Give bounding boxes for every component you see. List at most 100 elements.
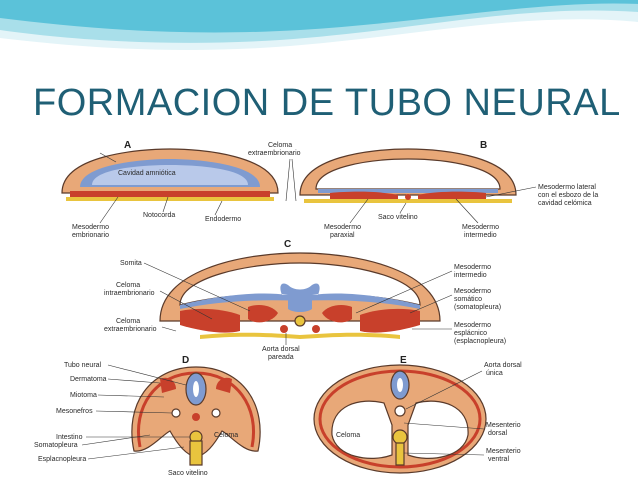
label-mes-ventral-l1: Mesenterio [486,448,521,455]
label-celoma-intra-l1: Celoma [116,282,140,289]
label-aorta-unica-l2: única [486,370,503,377]
label-mes-dorsal-l1: Mesenterio [486,422,521,429]
label-mesodermo-embrionario-l1: Mesodermo [72,224,109,231]
label-celoma-extraembrionario-top: Celoma extraembrionario [248,142,301,157]
label-mesenterio-dorsal: Mesenterio dorsal [486,422,523,437]
label-mesodermo-embrionario-l2: embrionario [72,232,109,239]
label-meso-esp-l3: (esplacnopleura) [454,338,506,345]
panel-a-endoderm-band [66,197,274,201]
label-celoma-extra-c-l1: Celoma [116,318,140,325]
panel-c-neural-groove [288,285,312,312]
label-miotoma: Miotoma [70,392,97,399]
label-mesodermo-intermedio-b: Mesodermo intermedio [462,224,501,239]
label-mesodermo-lateral: Mesodermo lateral con el esbozo de la ca… [538,184,600,207]
label-notocorda: Notocorda [143,212,175,219]
label-intestino: Intestino [56,434,83,441]
label-celoma-extraembrionario-c: Celoma extraembrionario [104,318,157,333]
panel-d-dermatome-right [216,377,232,393]
embryo-neural-tube-diagram: .ecto{fill:#7f9bd0;} .meso{fill:#c8402b;… [34,140,600,477]
panel-d: D [131,355,261,466]
label-meso-int-c-l1: Mesodermo [454,264,491,271]
panel-c-lateral-left [180,308,240,333]
label-aorta-unica-l1: Aorta dorsal [484,362,522,369]
label-mesonefros: Mesonefros [56,408,93,415]
wave-highlight [0,23,638,54]
panel-a-notochord [167,191,173,197]
panel-c-somite-left [248,305,278,323]
panel-e-letter: E [400,355,407,366]
label-dermatoma: Dermatoma [70,376,107,383]
panel-c-aorta-left [280,325,288,333]
label-mesodermo-lateral-l3: cavidad celómica [538,200,592,207]
label-esplacnopleura: Esplacnopleura [38,456,86,463]
label-mesodermo-intermedio-b-l2: intermedio [464,232,497,239]
label-cavidad-amniotica: Cavidad amniótica [118,170,176,177]
panel-e-intestine [392,429,408,445]
panel-d-mesonephros-left [171,408,181,418]
label-mesodermo-paraxial-l2: paraxial [330,232,355,239]
panel-e-coelom [331,400,469,459]
label-mesodermo-embrionario: Mesodermo embrionario [72,224,111,239]
label-meso-int-c-l2: intermedio [454,272,487,279]
label-celoma-intra-l2: intraembrionario [104,290,155,297]
panel-c-notochord [294,315,306,327]
label-celoma-d: Celoma [214,432,238,439]
panel-c-somite-right [322,305,352,323]
panel-a-amnion-inner [92,165,248,185]
panel-d-aorta [192,413,200,421]
label-saco-vitelino-d: Saco vitelino [168,470,208,477]
label-celoma-top-l1: Celoma [268,142,292,149]
label-somatopleura: Somatopleura [34,442,78,449]
label-endodermo: Endodermo [205,216,241,223]
label-meso-som-l2: somático [454,296,482,303]
panel-c-aorta-right [312,325,320,333]
panel-e: E [313,355,487,474]
label-aorta-dorsal-unica: Aorta dorsal única [484,362,524,377]
panel-d-mesonephros-right [211,408,221,418]
label-celoma-intraembrionario: Celoma intraembrionario [104,282,155,297]
label-celoma-e: Celoma [336,432,360,439]
label-celoma-extra-c-l2: extraembrionario [104,326,157,333]
label-mesodermo-intermedio-c: Mesodermo intermedio [454,264,493,279]
label-mesodermo-paraxial: Mesodermo paraxial [324,224,363,239]
wave-front [0,0,638,33]
panel-c-endoderm [200,332,400,339]
label-mesodermo-lateral-l1: Mesodermo lateral [538,184,596,191]
header-wave-decoration [0,0,638,80]
label-meso-som-l3: (somatopleura) [454,304,501,311]
slide-title: FORMACION DE TUBO NEURAL [33,82,621,124]
label-saco-vitelino-b: Saco vitelino [378,214,418,221]
panel-c-lateral-right [360,308,420,333]
label-aorta-pareada-l2: pareada [268,354,294,361]
panel-e-aorta [394,405,406,417]
label-mesodermo-somatico: Mesodermo somático (somatopleura) [454,288,501,311]
panel-b-endoderm [304,199,512,203]
panel-b-letter: B [480,140,487,151]
panel-e-mesentery-ventral [395,442,405,466]
label-meso-esp-l2: esplácnico [454,330,487,337]
label-mesenterio-ventral: Mesenterio ventral [486,448,523,463]
panel-a: A [61,140,279,201]
panel-b-notochord [405,194,411,200]
panel-a-letter: A [124,140,131,151]
label-mes-dorsal-l2: dorsal [488,430,508,437]
label-mesodermo-intermedio-b-l1: Mesodermo [462,224,499,231]
panel-b: B [299,140,517,203]
label-celoma-top-l2: extraembrionario [248,150,301,157]
label-aorta-dorsal-pareada: Aorta dorsal pareada [262,346,302,361]
label-mesodermo-paraxial-l1: Mesodermo [324,224,361,231]
label-aorta-pareada-l1: Aorta dorsal [262,346,300,353]
label-tubo-neural: Tubo neural [64,362,102,369]
panel-c-letter: C [284,239,291,250]
panel-b-mesoderm-left [330,191,398,201]
panel-b-amniotic-cavity [315,158,501,190]
label-mes-ventral-l2: ventral [488,456,509,463]
label-mesodermo-esplacnico: Mesodermo esplácnico (esplacnopleura) [454,322,506,345]
panel-d-letter: D [182,355,189,366]
panel-c: C [159,239,441,339]
label-mesodermo-lateral-l2: con el esbozo de la [538,192,598,199]
label-cavidad-amniotica-text: Cavidad amniótica [118,170,176,177]
panel-d-neural-canal [193,381,199,397]
label-somita: Somita [120,260,142,267]
label-meso-som-l1: Mesodermo [454,288,491,295]
